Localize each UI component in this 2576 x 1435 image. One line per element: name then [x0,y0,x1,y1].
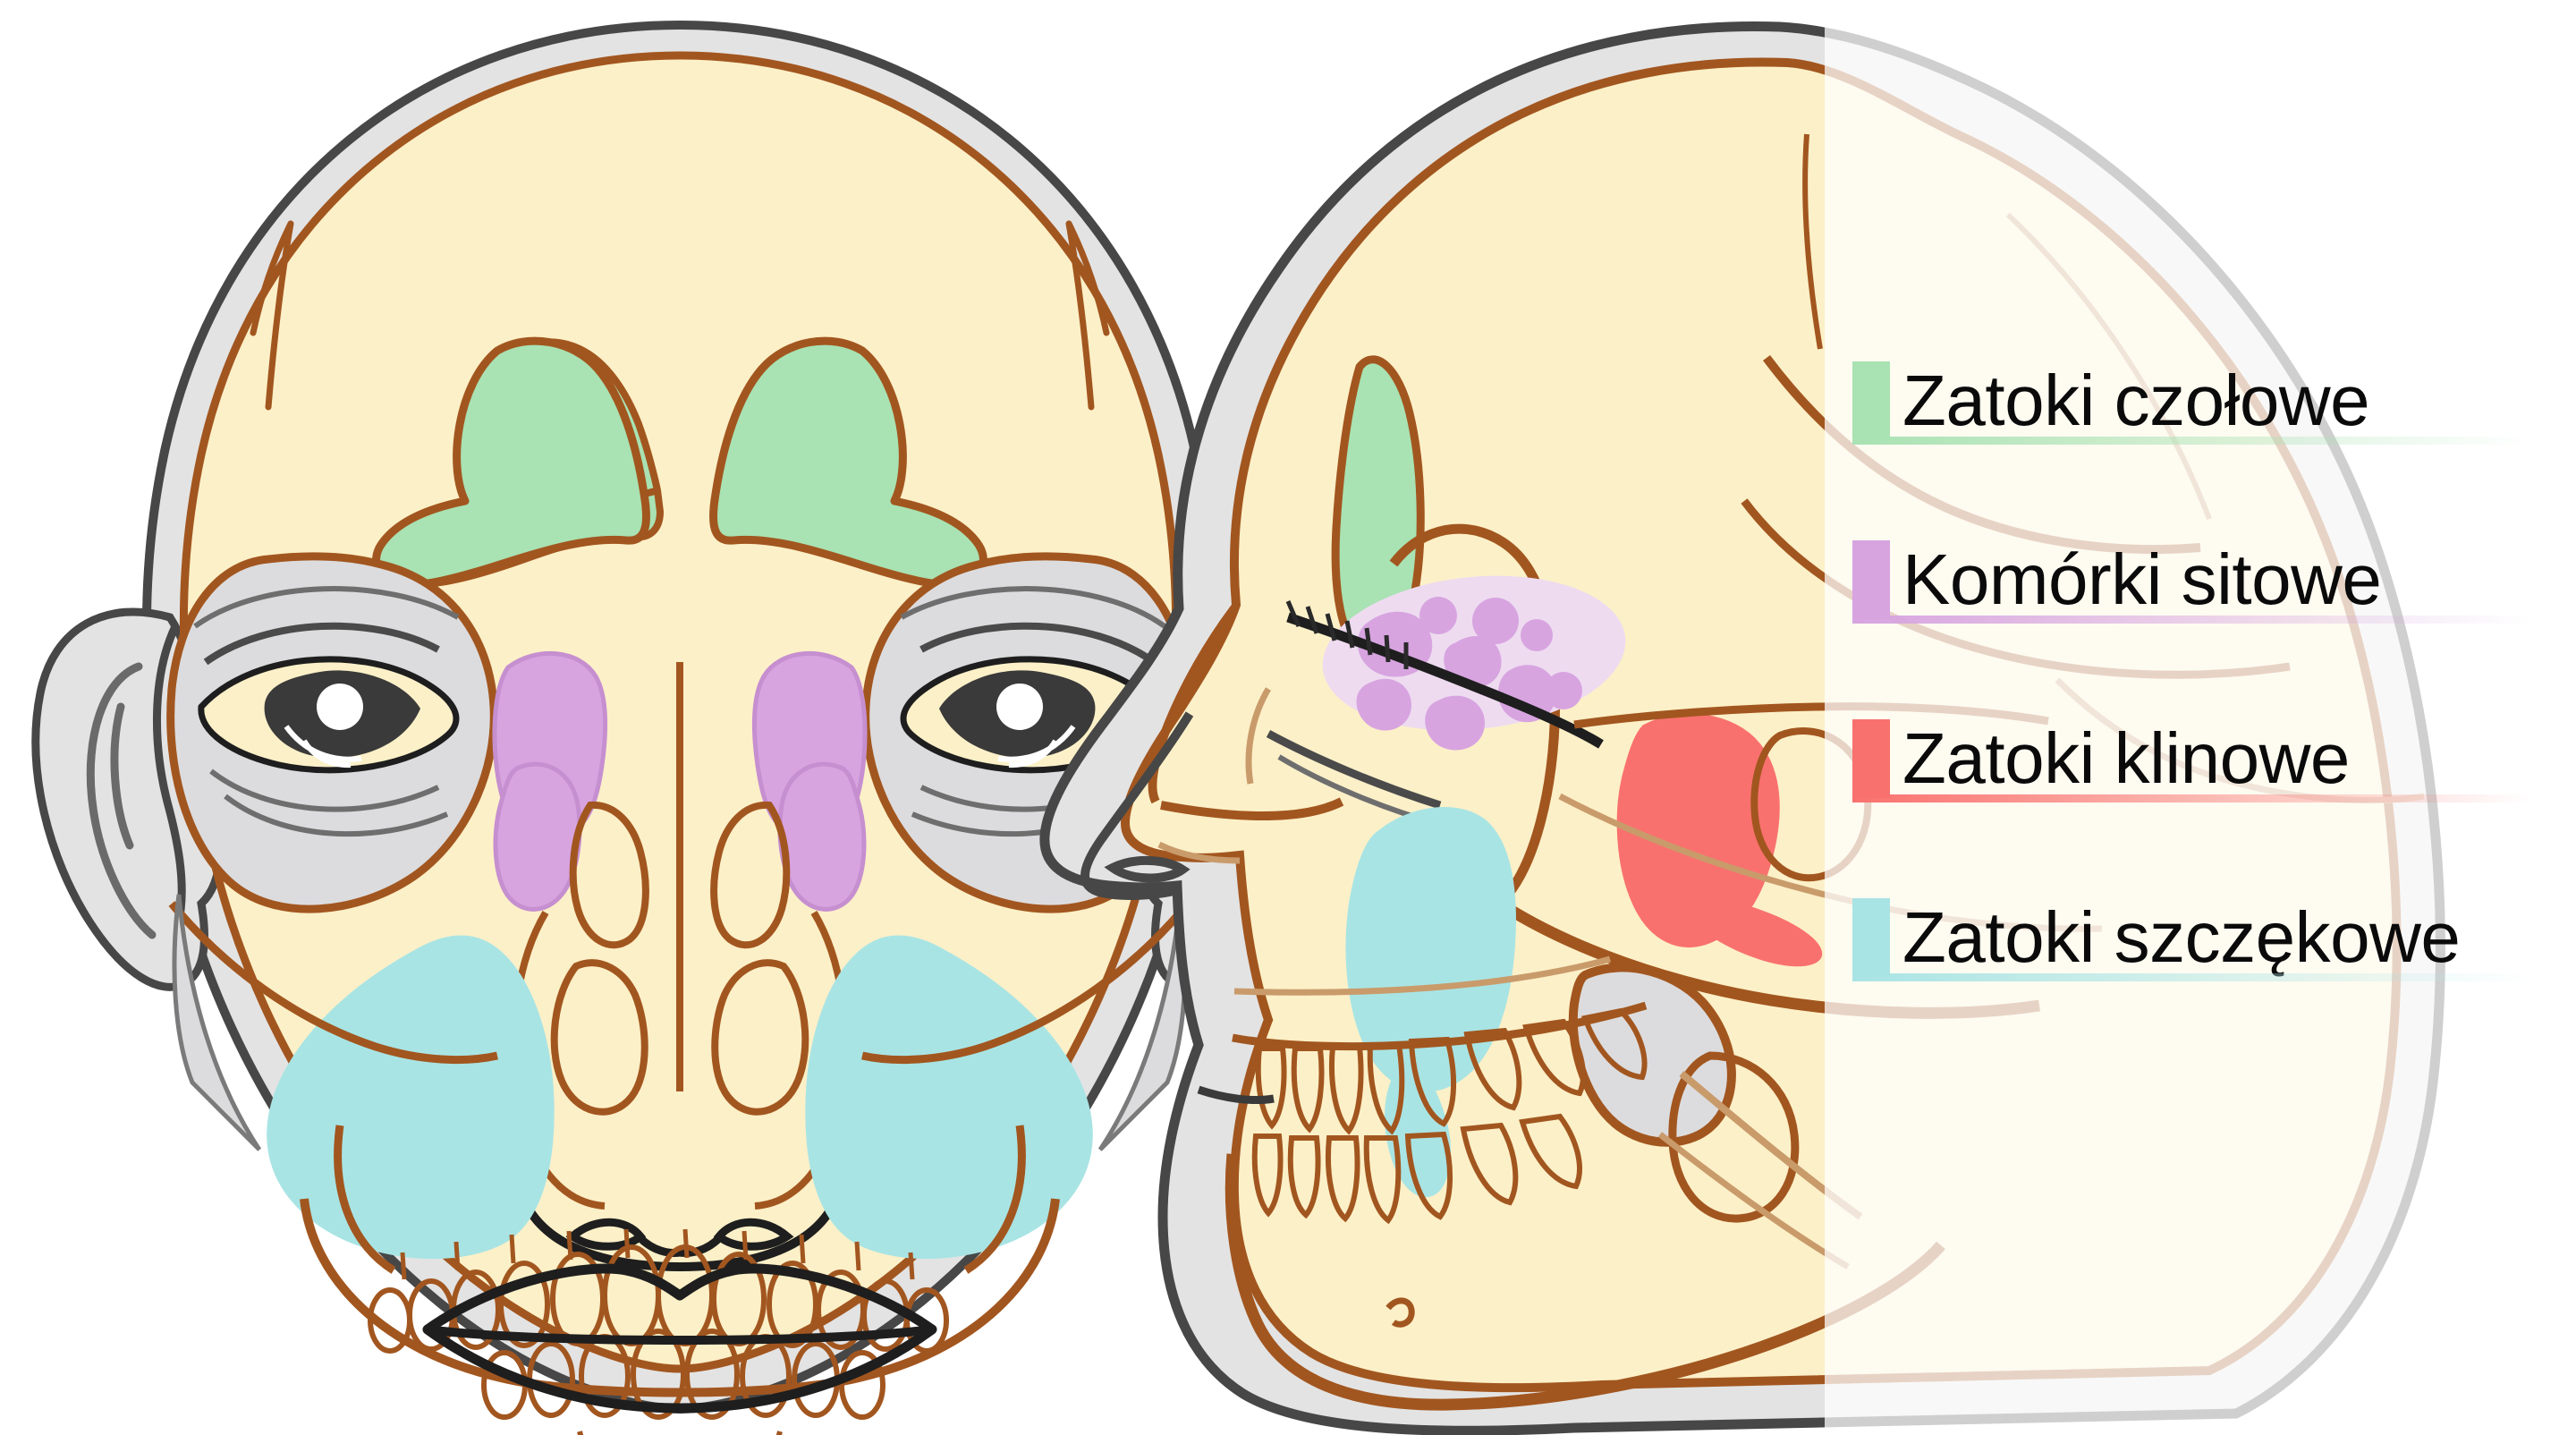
ethmoid-cells-right-lower [777,761,867,912]
chin-crease-right [775,1431,783,1435]
side-piriform-aperture [1160,797,1344,821]
side-lip-line [1197,1085,1275,1104]
side-nasal-bone [1148,606,1239,804]
left-eye [193,586,460,837]
ethmoid-cell-cluster [1356,597,1582,751]
side-maxillary-sinus [1345,807,1516,1092]
right-eyelid-crease [919,622,1157,666]
left-zygomatic-line [168,901,498,1065]
upper-gum-lines [400,1228,915,1280]
frontal-suture-right [1065,220,1110,411]
side-teeth-lower [1251,1113,1582,1225]
chin-crease-left [577,1431,584,1435]
legend-label-sphenoid: Zatoki klinowe [1902,718,2350,798]
legend-label-ethmoid: Komórki sitowe [1902,539,2382,619]
legend-item-frontal[interactable]: Zatoki czołowe [1852,358,2370,444]
anterior-skull-view [31,20,1328,1435]
side-nose-profile [1080,711,1194,900]
left-temporal-shadow [172,894,262,1151]
legend-swatch-frontal [1852,361,1890,440]
frontal-sinus-left-body [372,336,650,590]
side-maxilla-line [1233,955,1611,996]
side-eyelashes [1285,600,1409,669]
left-eyelid-crease [203,622,440,666]
legend-label-frontal: Zatoki czołowe [1902,361,2370,440]
right-eyebrow-fold [900,586,1166,629]
legend-item-maxillary[interactable]: Zatoki szczękowe [1852,895,2461,981]
lips-outline [422,1263,937,1414]
legend-swatch-sphenoid [1852,719,1890,798]
frontal-suture-left [250,220,294,411]
coronal-suture [1802,133,1823,350]
nasal-concha-right-upper [710,801,791,949]
nose-philtrum [637,1235,723,1257]
side-eyelid-lower [1266,730,1442,810]
nasal-concha-left-upper [569,801,649,949]
sphenoid-sinus-tail [1700,895,1823,967]
side-ramus-line-2 [1657,1132,1850,1270]
legend-swatch-ethmoid [1852,540,1890,619]
nose-nostril-right [713,1218,794,1251]
side-nasal-spine [1157,841,1241,864]
left-ear-antihelix [152,624,186,922]
nasal-concha-right-lower [711,959,809,1116]
left-eyebrow-fold [193,586,460,629]
legend-label-maxillary: Zatoki szczękowe [1902,897,2461,977]
side-teeth-upper [1255,1007,1648,1135]
mastoid-process [1668,1051,1800,1223]
left-ear-inner-detail [86,662,157,939]
legend-item-ethmoid[interactable]: Komórki sitowe [1852,537,2382,623]
side-brow-line [1286,612,1604,749]
legend-overlay-panel [1825,0,2576,1435]
side-nostril [1104,856,1191,883]
maxilla-outline [334,1125,1026,1274]
left-undereye-fold [209,768,449,837]
legend-swatch-maxillary [1852,898,1890,977]
ethmoid-cells-left-lower [493,761,582,912]
legend-item-sphenoid[interactable]: Zatoki klinowe [1852,716,2350,802]
frontal-sinus-right-body [709,336,987,590]
mouth-line [427,1325,933,1345]
nose-nostril-left [565,1218,647,1251]
nasal-concha-left-lower [550,959,648,1116]
side-nasion-fold [1245,687,1272,785]
side-mental-foramen [1385,1297,1415,1328]
right-zygomatic-line [861,901,1191,1065]
